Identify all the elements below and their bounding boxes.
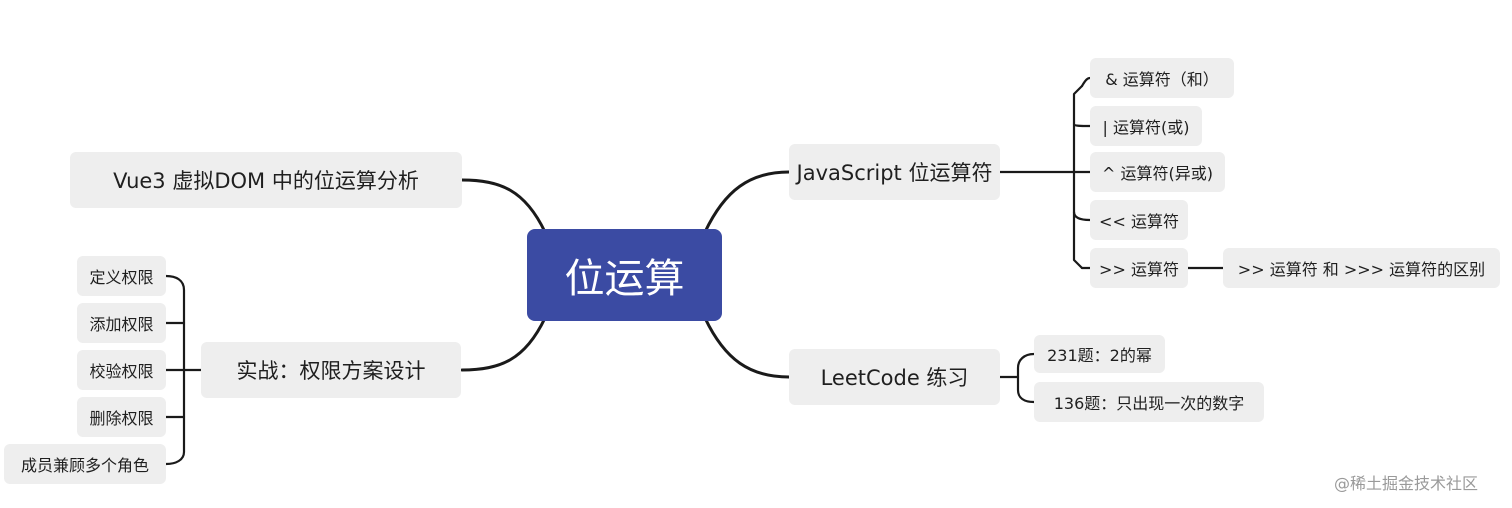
leaf-left-shift-operator[interactable]: << 运算符: [1090, 200, 1188, 240]
connector-root-practice: [460, 316, 547, 372]
leaf-delete-permission[interactable]: 删除权限: [77, 397, 166, 437]
connector-leetcode-spine: [1016, 352, 1036, 404]
connector-root-leetcode: [703, 316, 791, 379]
leaf-xor-operator[interactable]: ^ 运算符(异或): [1090, 152, 1225, 192]
root-node[interactable]: 位运算: [527, 229, 722, 321]
leaf-add-permission[interactable]: 添加权限: [77, 303, 166, 343]
connector-root-js: [703, 170, 791, 234]
connector-js-lshift: [1072, 210, 1092, 222]
leaf-multiple-roles[interactable]: 成员兼顾多个角色: [4, 444, 166, 484]
leaf-or-operator[interactable]: | 运算符(或): [1090, 106, 1202, 146]
leaf-and-operator[interactable]: & 运算符（和）: [1090, 58, 1234, 98]
leaf-shift-difference[interactable]: >> 运算符 和 >>> 运算符的区别: [1223, 248, 1500, 288]
watermark-text: @稀土掘金技术社区: [1334, 474, 1479, 493]
branch-practice-node[interactable]: 实战：权限方案设计: [201, 342, 461, 398]
connector-root-vue3: [460, 178, 547, 234]
connector-js-spine: [1072, 84, 1084, 270]
leaf-problem-231[interactable]: 231题：2的幂: [1034, 335, 1165, 373]
leaf-right-shift-operator[interactable]: >> 运算符: [1090, 248, 1188, 288]
connector-js-or: [1072, 122, 1092, 128]
branch-javascript-operators-node[interactable]: JavaScript 位运算符: [789, 144, 1000, 200]
leaf-check-permission[interactable]: 校验权限: [77, 350, 166, 390]
leaf-define-permission[interactable]: 定义权限: [77, 256, 166, 296]
branch-vue3-node[interactable]: Vue3 虚拟DOM 中的位运算分析: [70, 152, 462, 208]
leaf-problem-136[interactable]: 136题：只出现一次的数字: [1034, 382, 1264, 422]
branch-leetcode-node[interactable]: LeetCode 练习: [789, 349, 1000, 405]
connector-js-and: [1080, 76, 1092, 88]
